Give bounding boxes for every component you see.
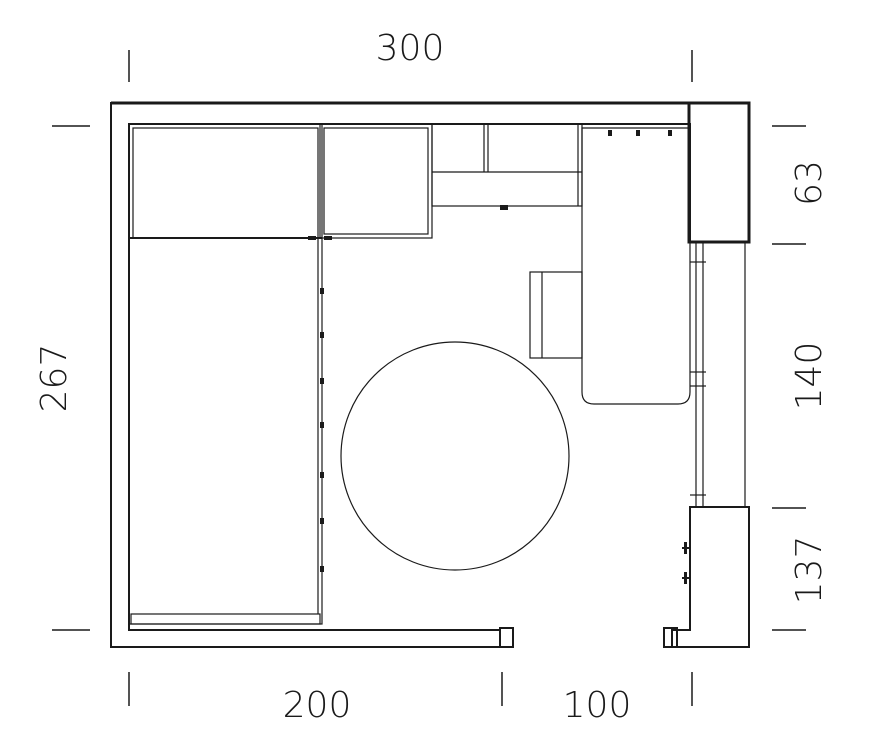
door-jamb-left	[499, 627, 514, 648]
lower-cabinet-knob-1	[684, 542, 687, 554]
bed-foot	[130, 613, 321, 625]
wardrobe-handle-3	[320, 378, 324, 384]
cabinet-1-handle-b	[324, 236, 332, 240]
dimension-bottom-left: 200	[283, 685, 352, 726]
dimension-right-mid: 140	[789, 342, 830, 411]
right-lower-wall	[671, 506, 750, 648]
cabinet-2	[431, 123, 583, 207]
top-cabinets	[308, 123, 583, 240]
cabinet-2-handle	[500, 205, 508, 210]
desk-chair	[529, 271, 583, 359]
dimension-top-total: 300	[376, 28, 445, 69]
dimension-ticks	[52, 50, 806, 706]
outer-wall-path	[110, 102, 750, 648]
wardrobe-handle-4	[320, 422, 324, 428]
wardrobe-handle-7	[320, 566, 324, 572]
cabinet-1-handle-a	[308, 236, 316, 240]
desk-area	[529, 127, 691, 405]
dimension-labels: 300 200 100 267 63 140 137	[34, 28, 830, 726]
dimension-left-total: 267	[34, 344, 75, 413]
door-jamb-right	[663, 627, 678, 648]
round-rug	[340, 341, 570, 571]
desk-knob-3	[668, 130, 672, 136]
desk-top	[581, 127, 691, 405]
wardrobe-handle-2	[320, 332, 324, 338]
lower-cabinet-knob-2	[684, 572, 687, 584]
bed-top-block	[132, 127, 319, 239]
dimension-right-top: 63	[789, 160, 830, 206]
lower-right-cabinet	[682, 542, 690, 584]
dimension-right-bottom: 137	[789, 536, 830, 605]
wardrobe-handle-1	[320, 288, 324, 294]
cabinet-1-outer	[319, 123, 433, 239]
left-furniture	[128, 123, 324, 625]
wardrobe-handle-6	[320, 518, 324, 524]
cabinet-1-inner	[323, 127, 429, 235]
desk-knob-2	[636, 130, 640, 136]
wardrobe-handle-5	[320, 472, 324, 478]
outer-walls	[110, 101, 751, 648]
desk-knob-1	[608, 130, 612, 136]
dimension-bottom-right: 100	[563, 685, 632, 726]
wardrobe-outline	[128, 123, 323, 625]
